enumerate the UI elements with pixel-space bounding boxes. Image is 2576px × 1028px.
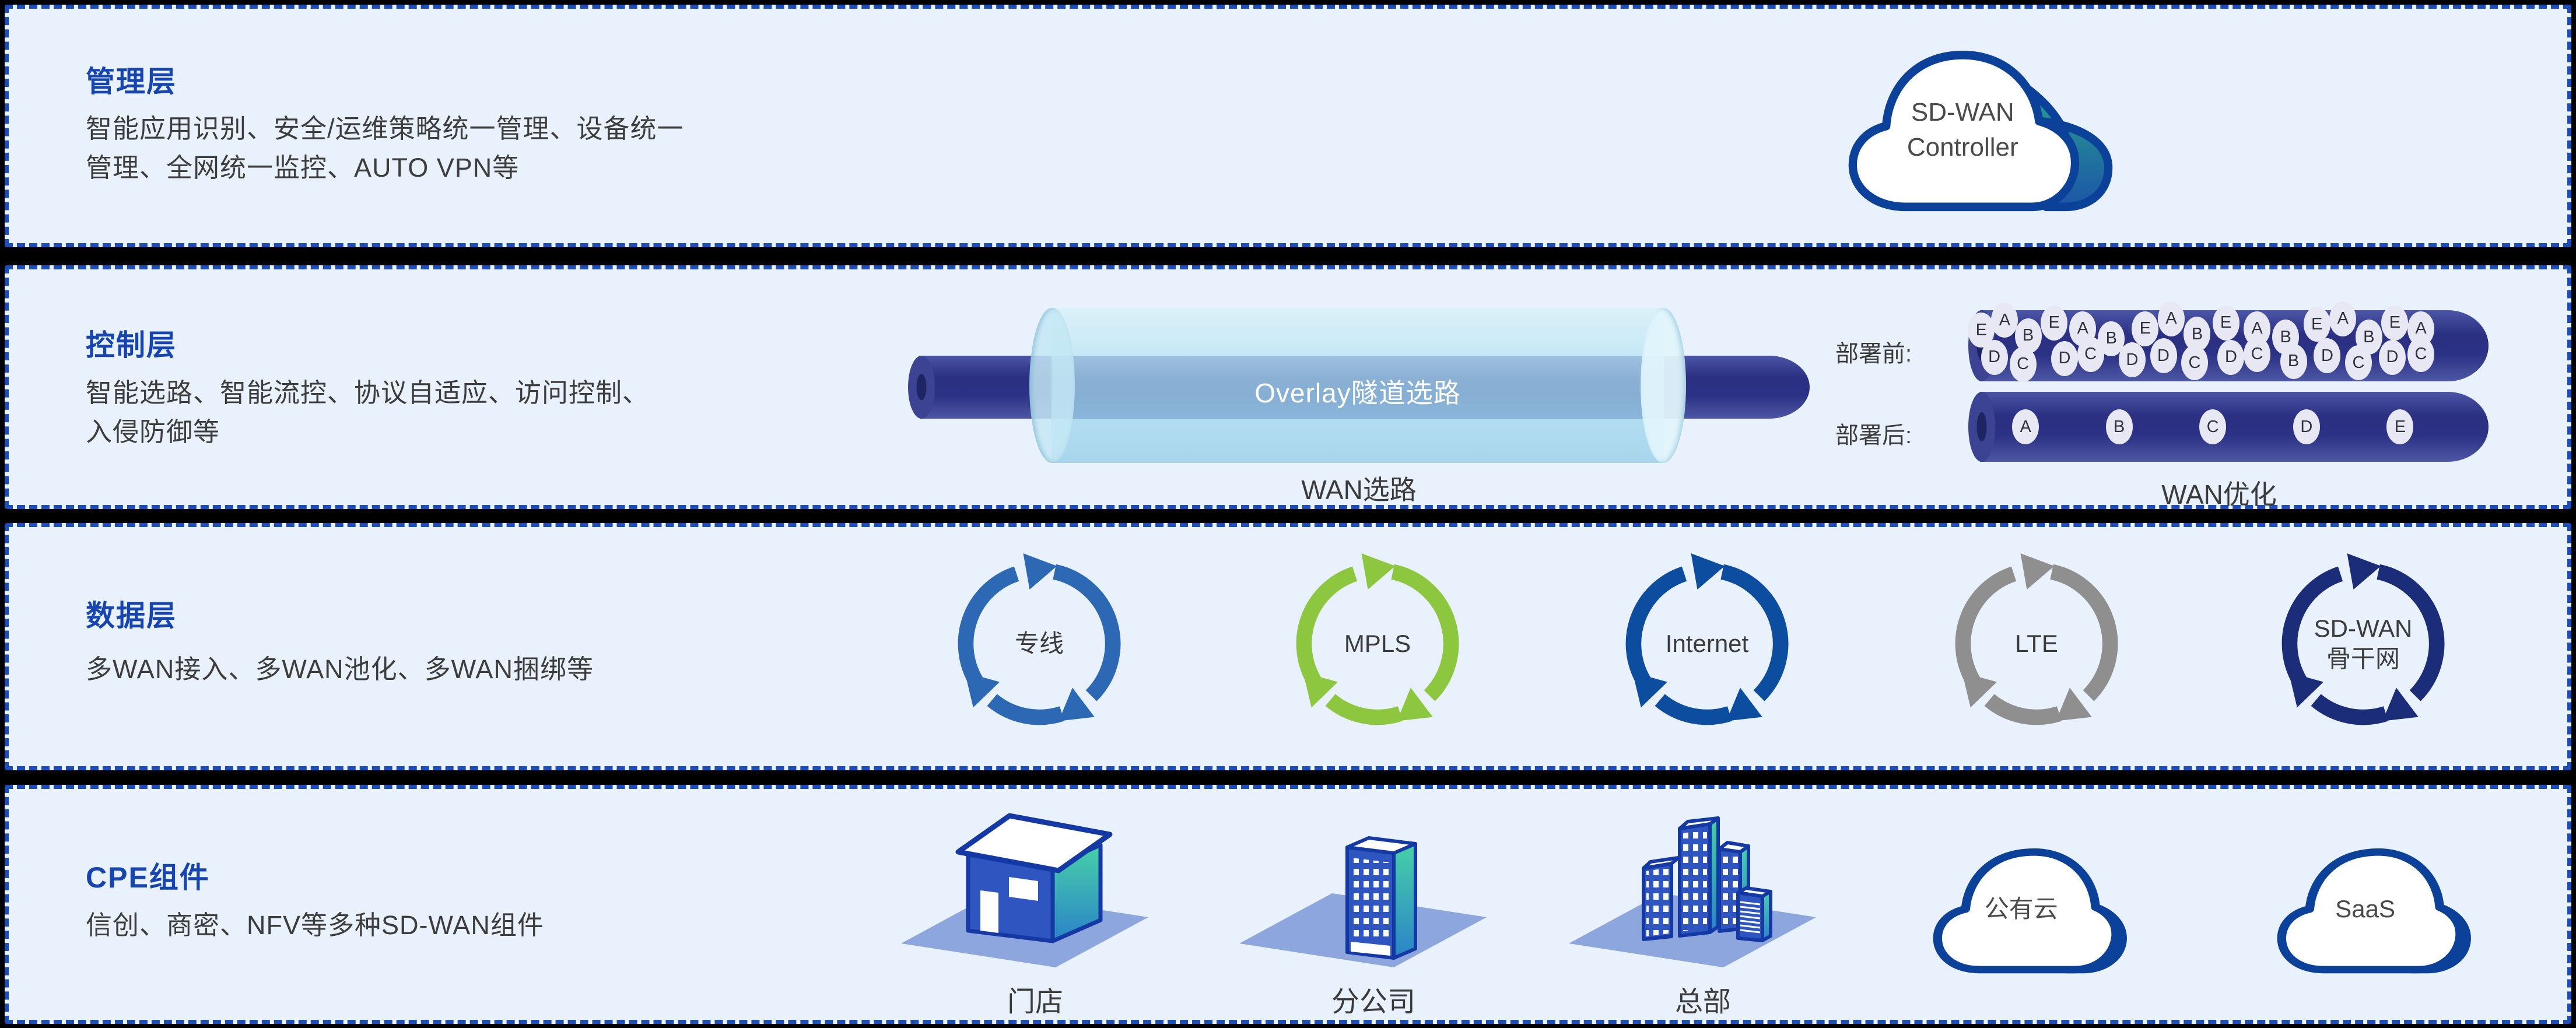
network-label: Internet: [1665, 630, 1749, 657]
packet-B: B: [2280, 343, 2307, 379]
public-cloud: 公有云: [1927, 836, 2140, 983]
packet-A: A: [1991, 303, 2018, 338]
before-deploy-label: 部署前:: [1835, 341, 1912, 367]
wan-cylinder: [1029, 308, 1686, 463]
site-headquarters: [1563, 805, 1843, 1004]
after-pipe-hole: [1976, 412, 1987, 442]
packet-D: D: [2314, 338, 2341, 374]
packet-C: C: [2244, 336, 2271, 372]
layer-data: 数据层 多WAN接入、多WAN池化、多WAN捆绑等 专线: [5, 523, 2571, 770]
branch-label: 分公司: [1331, 987, 1415, 1018]
headquarters-building-icon: [1569, 816, 1816, 967]
network-cycle-MPLS: MPLS: [1287, 553, 1468, 734]
cycle-arrows-icon: [1296, 553, 1459, 725]
cycle-arrows-icon: [1955, 553, 2118, 725]
management-title: 管理层: [86, 65, 177, 98]
packet-C: C: [2345, 345, 2372, 381]
cycle-arrows-icon: [2281, 553, 2445, 725]
packet-D: D: [2293, 409, 2320, 444]
cycle-arrows-icon: [958, 553, 1121, 725]
packet-C: C: [2077, 336, 2104, 372]
after-deploy-label: 部署后:: [1835, 423, 1912, 448]
control-title: 控制层: [86, 329, 177, 362]
cylinder-left-cap: [1029, 308, 1075, 463]
public-cloud-label: 公有云: [1984, 895, 2058, 922]
tunnel-pipe-hole: [916, 374, 927, 401]
after-pipe-cap: [1968, 392, 1995, 462]
packet-C: C: [2181, 345, 2209, 381]
packet-A: A: [2329, 301, 2357, 336]
cloud-icon: [1848, 51, 2113, 212]
management-description: 智能应用识别、安全/运维策略统一管理、设备统一 管理、全网统一监控、AUTO V…: [86, 114, 684, 183]
packet-D: D: [1981, 339, 2008, 375]
tunnel-pipe-cap: [908, 356, 935, 419]
packet-B: B: [2105, 409, 2133, 444]
packet-E: E: [2386, 409, 2414, 444]
packet-A: A: [2012, 409, 2039, 444]
site-branch: [1233, 805, 1513, 1004]
packet-E: E: [2303, 307, 2330, 342]
packet-E: E: [2132, 311, 2159, 346]
cycle-arrows-icon: [1625, 553, 1789, 725]
after-deploy-pipe: A B C D E: [1968, 392, 2489, 462]
saas-cloud: SaaS: [2272, 836, 2484, 983]
packet-E: E: [2041, 305, 2068, 341]
sd-wan-controller-cloud: SD-WAN Controller: [1831, 38, 2130, 222]
packet-A: A: [2157, 301, 2185, 336]
cloud-icon: [2277, 848, 2471, 974]
layer-cpe: CPE组件 信创、商密、NFV等多种SD-WAN组件 门店: [5, 785, 2571, 1024]
network-label: SD-WAN 骨干网: [2314, 615, 2413, 672]
packet-E: E: [2212, 305, 2239, 341]
packet-E: E: [2381, 305, 2409, 341]
packet-C: C: [2407, 336, 2435, 372]
layer-management: 管理层 智能应用识别、安全/运维策略统一管理、设备统一 管理、全网统一监控、AU…: [5, 5, 2571, 247]
network-label: MPLS: [1344, 630, 1411, 657]
cpe-title: CPE组件: [86, 861, 210, 894]
layer-control: 控制层 智能选路、智能流控、协议自适应、访问控制、 入侵防御等 Overlay隧…: [5, 265, 2571, 510]
headquarters-label: 总部: [1674, 987, 1731, 1018]
network-cycle-Internet: Internet: [1617, 553, 1797, 734]
control-description: 智能选路、智能流控、协议自适应、访问控制、 入侵防御等: [86, 378, 650, 447]
data-description: 多WAN接入、多WAN池化、多WAN捆绑等: [86, 654, 594, 684]
cpe-description: 信创、商密、NFV等多种SD-WAN组件: [86, 910, 544, 940]
store-building-icon: [901, 813, 1148, 967]
cylinder-right-cap: [1641, 308, 1686, 463]
wan-optimize-label: WAN优化: [2161, 479, 2277, 510]
data-title: 数据层: [86, 599, 177, 632]
packet-C: C: [2199, 409, 2227, 444]
branch-building-icon: [1239, 836, 1487, 967]
cylinder-body: [1052, 308, 1664, 463]
cloud-icon: [1933, 848, 2127, 974]
wan-select-label: WAN选路: [1301, 475, 1417, 505]
network-label: 专线: [1014, 630, 1064, 657]
packet-B: B: [2014, 318, 2042, 353]
saas-cloud-label: SaaS: [2335, 895, 2395, 922]
overlay-tunnel-label: Overlay隧道选路: [1254, 378, 1461, 408]
packet-D: D: [2118, 342, 2146, 378]
network-cycle-专线: 专线: [949, 553, 1130, 734]
packet-D: D: [2217, 339, 2245, 375]
network-label: LTE: [2015, 630, 2058, 657]
controller-cloud-label: SD-WAN Controller: [1906, 97, 2018, 162]
packet-C: C: [2009, 346, 2037, 382]
store-label: 门店: [1007, 987, 1063, 1018]
packet-D: D: [2150, 338, 2177, 374]
packet-D: D: [2378, 339, 2406, 375]
network-cycle-LTE: LTE: [1946, 553, 2127, 734]
packet-D: D: [2051, 341, 2079, 376]
site-store: [895, 805, 1175, 1004]
network-cycle-SD-WAN骨干网: SD-WAN 骨干网: [2273, 553, 2454, 734]
